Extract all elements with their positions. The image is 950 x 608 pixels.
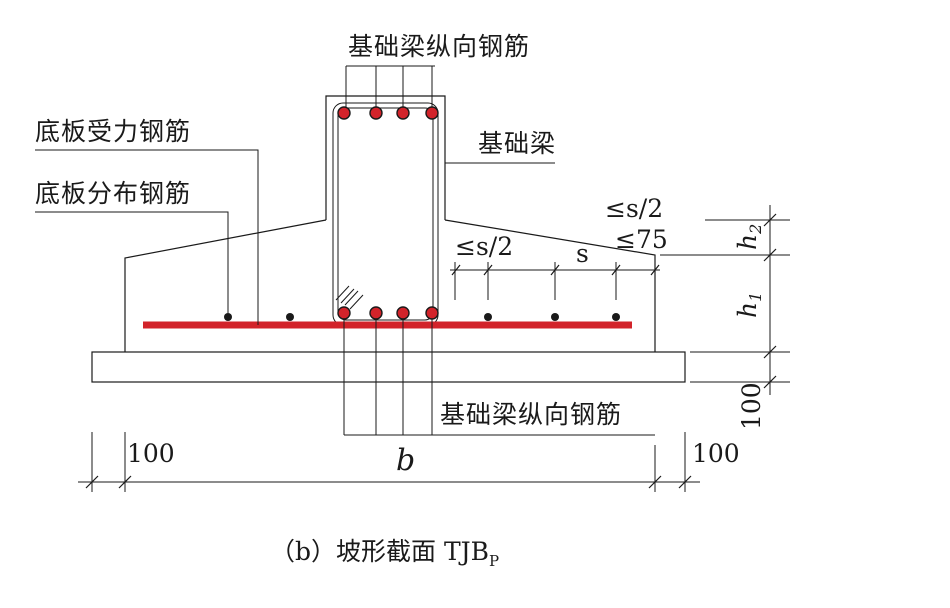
beam-bottom-rebar bbox=[396, 306, 410, 320]
beam-outline bbox=[325, 95, 446, 220]
dim-h2: h2 bbox=[733, 224, 765, 250]
beam-top-rebar bbox=[396, 106, 410, 120]
label-slab-distribution-rebar: 底板分布钢筋 bbox=[35, 179, 191, 208]
dist-rebar-dot bbox=[551, 313, 559, 321]
dist-rebar-dot bbox=[224, 313, 232, 321]
svg-text:h2: h2 bbox=[733, 224, 765, 250]
beam-top-rebar bbox=[425, 106, 439, 120]
tick bbox=[451, 264, 461, 276]
beam-stirrup-inner bbox=[337, 107, 434, 321]
beam-bottom-rebar bbox=[369, 306, 383, 320]
cushion-slab bbox=[91, 351, 686, 383]
tick bbox=[550, 264, 560, 276]
dist-rebar-dot bbox=[612, 313, 620, 321]
label-slab-stressed-rebar: 底板受力钢筋 bbox=[35, 117, 191, 146]
label-beam-longitudinal-bottom: 基础梁纵向钢筋 bbox=[440, 400, 622, 429]
dim-max-75: ≤75 bbox=[615, 225, 668, 254]
tick bbox=[118, 475, 132, 489]
tick bbox=[763, 375, 777, 389]
beam-bottom-rebar bbox=[425, 306, 439, 320]
tick bbox=[678, 475, 692, 489]
tick bbox=[611, 264, 621, 276]
beam-top-rebar bbox=[369, 106, 383, 120]
stirrup-hook-4 bbox=[340, 288, 355, 304]
tick bbox=[483, 264, 493, 276]
tick bbox=[763, 248, 777, 262]
svg-text:100: 100 bbox=[737, 382, 766, 430]
label-foundation-beam: 基础梁 bbox=[478, 129, 556, 158]
beam-bottom-rebar bbox=[337, 306, 351, 320]
dim-s-half-right: ≤s/2 bbox=[605, 194, 663, 223]
dim-s: s bbox=[576, 239, 589, 268]
leader-slab-stressed bbox=[35, 149, 259, 325]
leader-slab-distribution bbox=[35, 211, 229, 313]
footing-right-slope bbox=[444, 219, 656, 352]
stirrup-hook-3 bbox=[335, 285, 350, 301]
dist-rebar-dot bbox=[286, 313, 294, 321]
tick bbox=[648, 475, 662, 489]
caption: （b）坡形截面 TJBP bbox=[270, 537, 499, 570]
tick bbox=[85, 475, 99, 489]
dim-right-offset: 100 bbox=[692, 439, 740, 468]
beam-stirrup-outer bbox=[332, 102, 439, 326]
beam-top-rebar bbox=[337, 106, 351, 120]
label-beam-longitudinal-top: 基础梁纵向钢筋 bbox=[348, 32, 530, 61]
dim-left-offset: 100 bbox=[127, 439, 175, 468]
svg-text:h1: h1 bbox=[733, 292, 765, 318]
dim-h1: h1 bbox=[733, 292, 765, 318]
stirrup-hook-1 bbox=[344, 290, 359, 306]
dist-rebar-dot bbox=[484, 313, 492, 321]
tick bbox=[763, 345, 777, 359]
dim-s-half-mid: ≤s/2 bbox=[455, 232, 513, 261]
tick bbox=[763, 213, 777, 227]
stirrup-hook-2 bbox=[349, 294, 364, 310]
footing-left-slope bbox=[124, 219, 327, 352]
dim-cover-bottom: 100 bbox=[737, 382, 766, 430]
dim-width-b: b bbox=[396, 443, 415, 478]
tick bbox=[650, 264, 660, 276]
